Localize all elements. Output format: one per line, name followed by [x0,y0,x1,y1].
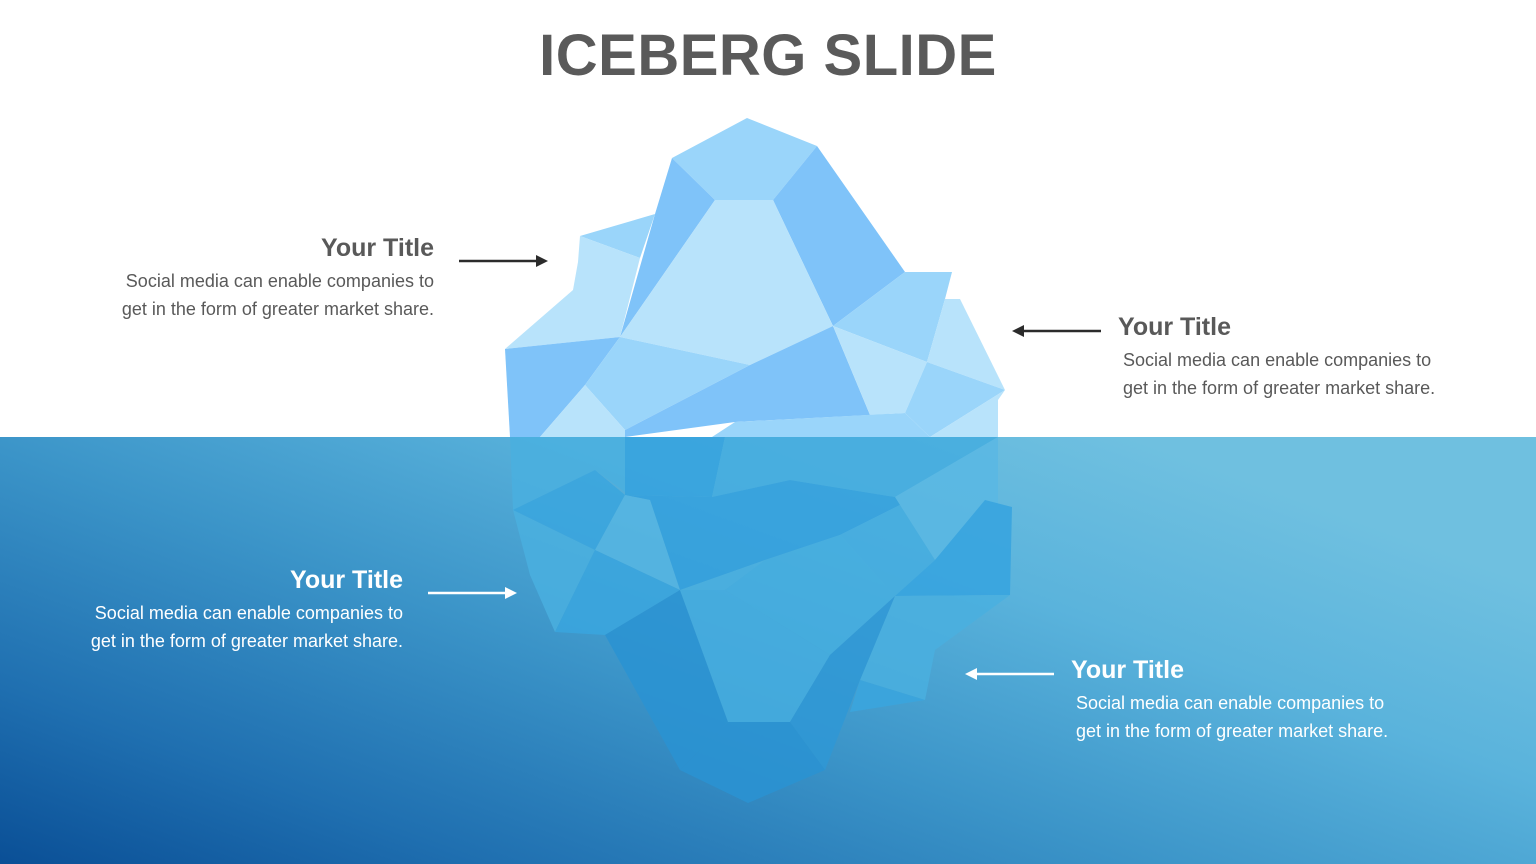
callout-body-line: get in the form of greater market share. [1076,721,1389,741]
callout-below-left: Your Title Social media can enable compa… [50,565,403,655]
callout-title: Your Title [321,234,434,262]
arrow-left-icon [965,668,1054,680]
callout-body-line: Social media can enable companies to [1076,693,1385,713]
arrow-right-icon [428,587,517,599]
iceberg-underwater [510,437,1012,803]
callout-body: Social media can enable companies to get… [1118,346,1498,402]
slide-title: ICEBERG SLIDE [539,23,997,88]
callout-body-line: get in the form of greater market share. [1123,378,1436,398]
iceberg-tip [505,118,1005,437]
callout-body-line: get in the form of greater market share. [121,299,434,319]
callout-body-line: Social media can enable companies to [94,603,403,623]
callout-body-line: get in the form of greater market share. [90,631,403,651]
callout-above-right: Your Title Social media can enable compa… [1118,312,1498,402]
callout-body: Social media can enable companies to get… [50,599,403,655]
callout-body: Social media can enable companies to get… [80,267,434,323]
callout-body-line: Social media can enable companies to [1123,350,1432,370]
callout-body-line: Social media can enable companies to [125,271,434,291]
callout-body: Social media can enable companies to get… [1071,689,1451,745]
callout-title: Your Title [290,566,403,594]
callout-above-left: Your Title Social media can enable compa… [80,233,434,323]
callout-title: Your Title [1071,656,1184,684]
arrow-right-icon [459,255,548,267]
callout-title: Your Title [1118,313,1231,341]
arrow-left-icon [1012,325,1101,337]
callout-below-right: Your Title Social media can enable compa… [1071,655,1451,745]
